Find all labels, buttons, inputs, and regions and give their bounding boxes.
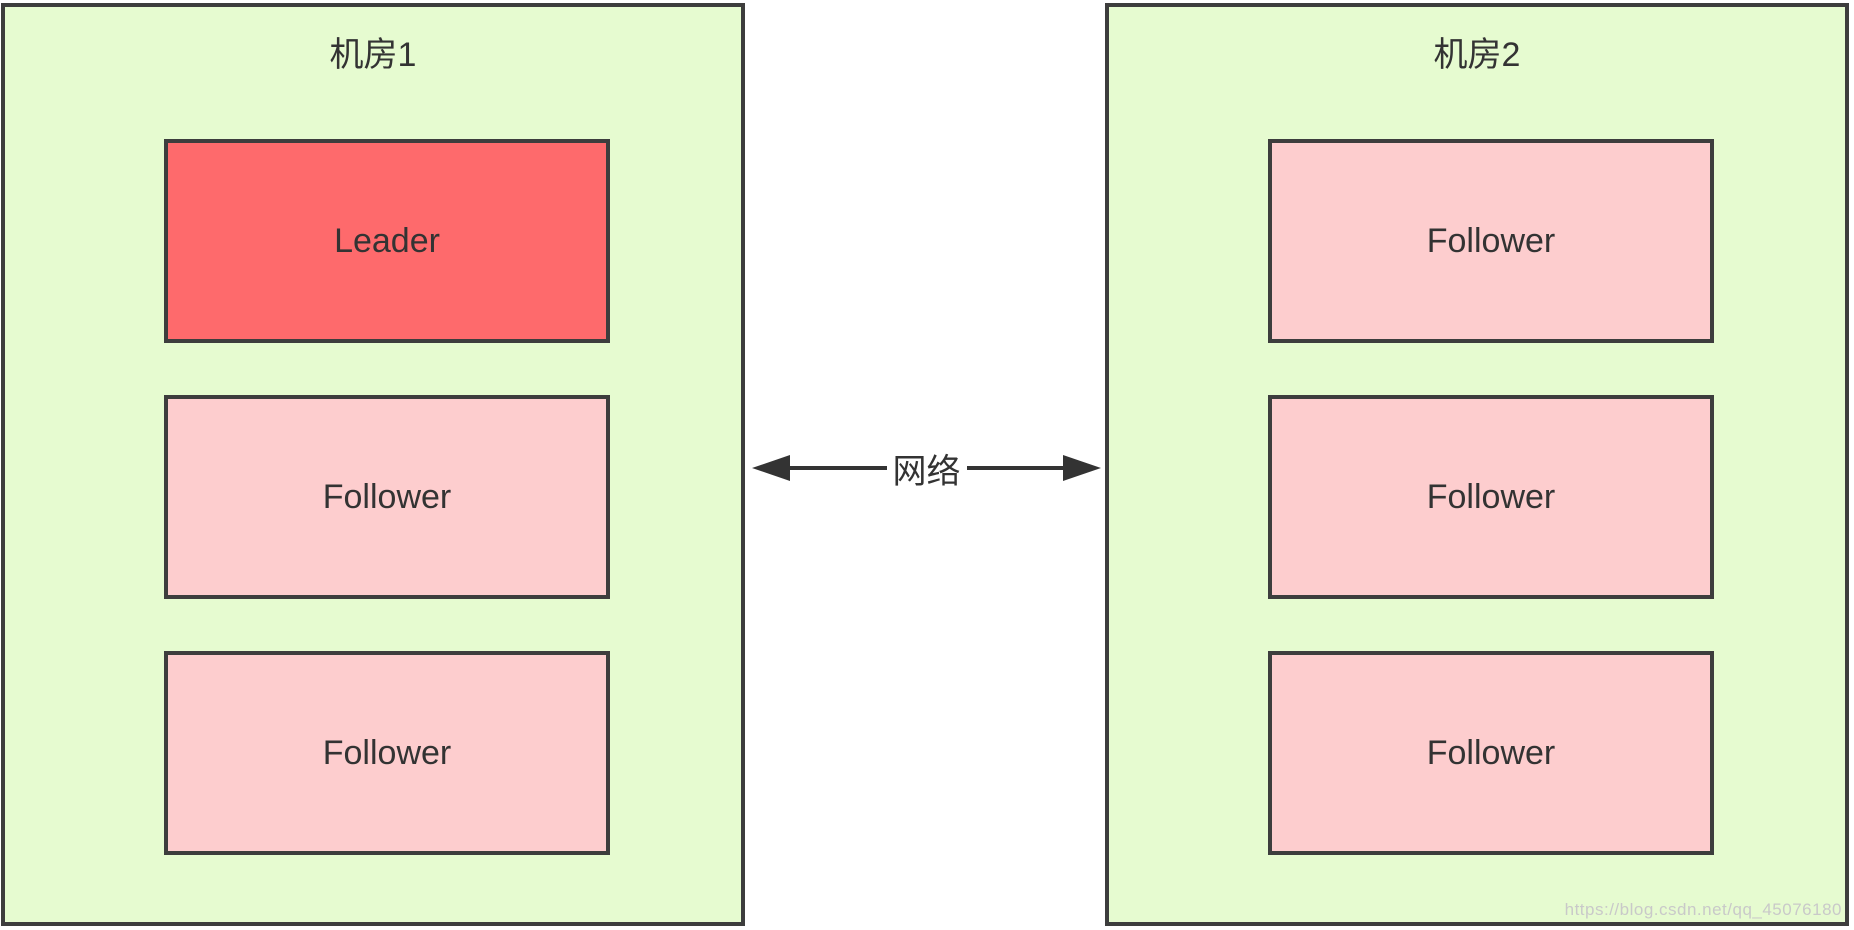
follower-node-label: Follower	[322, 477, 452, 516]
follower-node: Follower	[1268, 395, 1714, 599]
network-link: 网络	[748, 438, 1105, 498]
network-label: 网络	[886, 443, 967, 493]
follower-node: Follower	[1268, 139, 1714, 343]
leader-node: Leader	[164, 139, 610, 343]
room-1: 机房1 Leader Follower Follower	[1, 3, 745, 926]
follower-node: Follower	[164, 651, 610, 855]
follower-node: Follower	[164, 395, 610, 599]
room-1-title: 机房1	[329, 36, 417, 74]
watermark: https://blog.csdn.net/qq_45076180	[1564, 900, 1842, 919]
follower-node: Follower	[1268, 651, 1714, 855]
room-2: 机房2 Follower Follower Follower	[1105, 3, 1849, 926]
follower-node-label: Follower	[1426, 477, 1556, 516]
room-2-title: 机房2	[1433, 36, 1521, 74]
follower-node-label: Follower	[1426, 221, 1556, 260]
leader-node-label: Leader	[334, 221, 440, 260]
follower-node-label: Follower	[1426, 733, 1556, 772]
follower-node-label: Follower	[322, 733, 452, 772]
network-link-label-wrap: 网络	[748, 438, 1105, 498]
